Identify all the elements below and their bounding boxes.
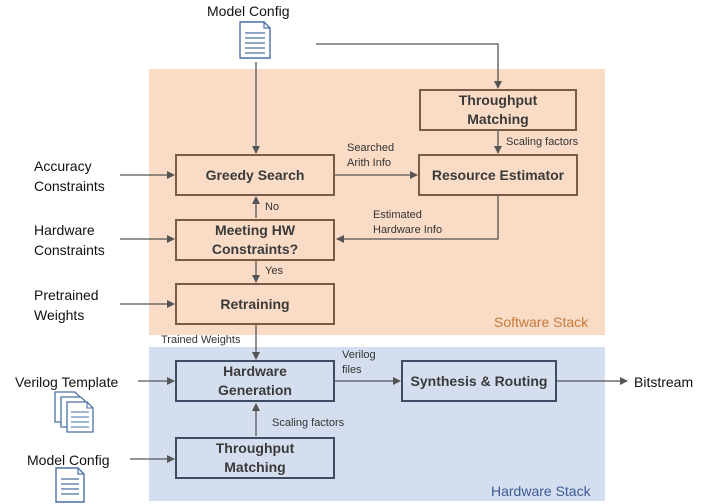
yes-label: Yes xyxy=(265,265,283,277)
software-stack-region xyxy=(149,69,605,335)
meeting-hw-constraints-box: Meeting HW Constraints? xyxy=(175,219,335,261)
retraining-box: Retraining xyxy=(175,283,335,325)
document-stack-icon xyxy=(54,391,94,433)
software-stack-label: Software Stack xyxy=(494,314,589,330)
verilog-files-label: Verilog files xyxy=(342,349,376,376)
synthesis-routing-box: Synthesis & Routing xyxy=(401,360,557,402)
pretrained-weights-label: Pretrained Weights xyxy=(34,287,99,323)
hardware-constraints-label: Hardware Constraints xyxy=(34,222,105,258)
arrow-estimator-to-meeting xyxy=(336,196,499,243)
searched-arith-info-label: Searched Arith Info xyxy=(347,142,395,169)
greedy-search-box: Greedy Search xyxy=(175,154,335,196)
document-icon xyxy=(239,21,271,59)
document-icon xyxy=(55,467,85,503)
throughput-matching-top-box: Throughput Matching xyxy=(419,89,577,131)
throughput-matching-bottom-box: Throughput Matching xyxy=(175,437,335,479)
scaling-factors-top-label: Scaling factors xyxy=(506,136,579,148)
model-config-top-label: Model Config xyxy=(207,3,290,19)
resource-estimator-box: Resource Estimator xyxy=(418,154,578,196)
arrow-config-to-throughput xyxy=(316,43,502,89)
estimated-hardware-info-label: Estimated Hardware Info xyxy=(373,209,443,236)
bitstream-label: Bitstream xyxy=(634,374,694,390)
hardware-stack-region xyxy=(149,347,605,501)
hardware-generation-box: Hardware Generation xyxy=(175,360,335,402)
accuracy-constraints-label: Accuracy Constraints xyxy=(34,158,105,194)
hardware-stack-label: Hardware Stack xyxy=(491,483,591,499)
scaling-factors-bottom-label: Scaling factors xyxy=(272,417,345,429)
verilog-template-label: Verilog Template xyxy=(15,374,119,390)
model-config-bottom-label: Model Config xyxy=(27,452,110,468)
trained-weights-label: Trained Weights xyxy=(161,334,241,346)
no-label: No xyxy=(265,201,280,213)
